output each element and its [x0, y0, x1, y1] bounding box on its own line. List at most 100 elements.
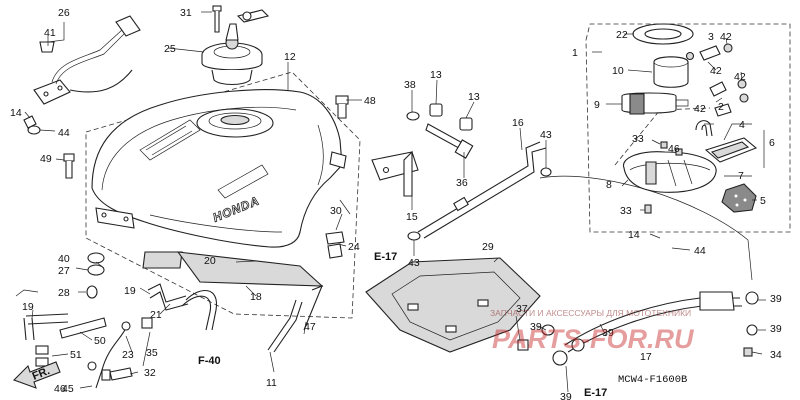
- callout-21: 21: [150, 309, 162, 321]
- callout-43a: 43: [540, 129, 552, 141]
- pump-filter-element: [721, 183, 757, 213]
- pump-hose-bend: [695, 120, 713, 137]
- callout-45: 45: [62, 383, 74, 395]
- callout-34: 34: [770, 349, 782, 361]
- callout-39c: 39: [530, 321, 542, 333]
- callout-13a: 13: [430, 69, 442, 81]
- ref-f40: F-40: [198, 355, 221, 367]
- callout-9: 9: [594, 99, 600, 111]
- tank-mount-bolt-49: [63, 153, 75, 179]
- callout-17: 17: [640, 351, 652, 363]
- rubber-sheet-18: [176, 251, 324, 287]
- callout-15: 15: [406, 211, 418, 223]
- callout-28: 28: [58, 287, 70, 299]
- pump-filter: [653, 56, 689, 88]
- callout-20: 20: [204, 255, 216, 267]
- callout-33b: 33: [620, 205, 632, 217]
- callout-12: 12: [284, 51, 296, 63]
- callout-22: 22: [616, 29, 628, 41]
- heat-pad-20: [142, 251, 183, 269]
- leader-lines: [15, 11, 766, 393]
- callout-19b: 19: [22, 301, 34, 313]
- callout-11: 11: [266, 377, 277, 389]
- overflow-tubes: [141, 283, 218, 331]
- hose-11: [267, 285, 324, 353]
- pump-base: [623, 151, 717, 193]
- watermark: ЗАПЧАСТИ И АКСЕССУАРЫ ДЛЯ МОТОТЕХНИКИ PA…: [490, 308, 695, 354]
- tank-group-frame: [85, 71, 361, 319]
- callout-30: 30: [330, 205, 342, 217]
- callout-46b: 46: [54, 383, 66, 395]
- callout-27: 27: [58, 265, 70, 277]
- callout-25: 25: [164, 43, 176, 55]
- callout-2: 2: [718, 101, 724, 113]
- bolt-32: [101, 367, 133, 381]
- fuel-tank: HONDA: [91, 89, 347, 248]
- fuel-pump: [621, 92, 689, 115]
- callout-19a: 19: [124, 285, 136, 297]
- drain-hoses-left: [23, 313, 107, 371]
- callout-39b: 39: [770, 323, 782, 335]
- callout-32: 32: [144, 367, 156, 379]
- filler-cap: [201, 9, 270, 86]
- callout-14a: 14: [10, 107, 22, 119]
- mount-bolt: [425, 123, 474, 159]
- callout-23: 23: [122, 349, 134, 361]
- callout-10: 10: [612, 65, 624, 77]
- callout-29: 29: [482, 241, 494, 253]
- callout-39a: 39: [770, 293, 782, 305]
- callout-46: 46: [668, 143, 680, 155]
- tank-mount-bracket: [371, 150, 419, 197]
- watermark-tagline: ЗАПЧАСТИ И АКСЕССУАРЫ ДЛЯ МОТОТЕХНИКИ: [490, 308, 691, 318]
- pump-screws: [644, 141, 683, 214]
- callout-26: 26: [58, 7, 70, 19]
- tank-pad: [365, 257, 541, 353]
- small-clips: [325, 231, 345, 259]
- cap-bolt: [212, 5, 222, 33]
- callout-37: 37: [516, 303, 528, 315]
- callout-7: 7: [738, 170, 744, 182]
- callout-47: 47: [304, 321, 316, 333]
- callout-51: 51: [70, 349, 82, 361]
- callout-40: 40: [58, 253, 70, 265]
- callout-44a: 44: [58, 127, 70, 139]
- callout-43b: 43: [408, 257, 420, 269]
- callout-3: 3: [708, 31, 714, 43]
- callout-4: 4: [739, 119, 745, 131]
- callout-24: 24: [348, 241, 360, 253]
- callout-5: 5: [760, 195, 766, 207]
- callout-18: 18: [250, 291, 262, 303]
- callout-50: 50: [94, 335, 106, 347]
- callout-44b: 44: [694, 245, 706, 257]
- inner-gasket-frame: [614, 107, 711, 166]
- callout-39d: 39: [560, 391, 572, 400]
- pump-hoses: [685, 43, 749, 117]
- diagram-code: MCW4-F1600B: [618, 374, 687, 386]
- callout-42d: 42: [694, 103, 706, 115]
- hose-joints-17: [517, 291, 759, 357]
- pump-assembly-frame: [585, 23, 791, 233]
- callout-33a: 33: [632, 133, 644, 145]
- breather-assembly: [33, 15, 141, 105]
- callout-14b: 14: [628, 229, 640, 241]
- ref-e17-top: E-17: [374, 251, 397, 263]
- tank-washers-left: [23, 115, 105, 299]
- callout-48: 48: [364, 95, 376, 107]
- tank-rear-bolt: [335, 95, 349, 119]
- fuel-hose-17: [539, 175, 753, 366]
- callout-38: 38: [404, 79, 416, 91]
- front-direction-arrow: FR.: [13, 361, 61, 389]
- callout-16: 16: [512, 117, 524, 129]
- section-references: E-17 E-17 F-40: [198, 251, 607, 399]
- callout-36: 36: [456, 177, 468, 189]
- part-callouts: 1 2 3 4 5 6 7 8 9 10 11 12 13 13 14 14 1…: [10, 7, 782, 400]
- pump-gasket: [632, 23, 694, 45]
- callout-35: 35: [146, 347, 158, 359]
- callout-42a: 42: [720, 31, 732, 43]
- callout-31: 31: [180, 7, 192, 19]
- ref-e17-bottom: E-17: [584, 387, 607, 399]
- fuel-feed-pipe: [417, 141, 547, 239]
- callout-8: 8: [606, 179, 612, 191]
- callout-1: 1: [572, 47, 578, 59]
